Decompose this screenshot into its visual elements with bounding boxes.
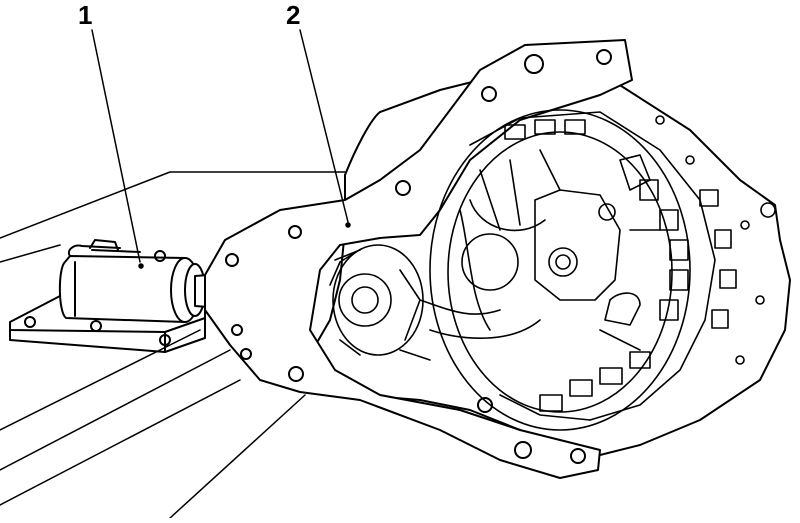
gearbox-internals (330, 150, 660, 360)
callout-label-2: 2 (286, 0, 301, 30)
adapter-plate (205, 40, 632, 478)
callout-leaders (92, 30, 350, 268)
bell-housing-details (430, 110, 775, 430)
workbench-lines (0, 172, 345, 518)
callout-label-1: 1 (78, 0, 93, 30)
